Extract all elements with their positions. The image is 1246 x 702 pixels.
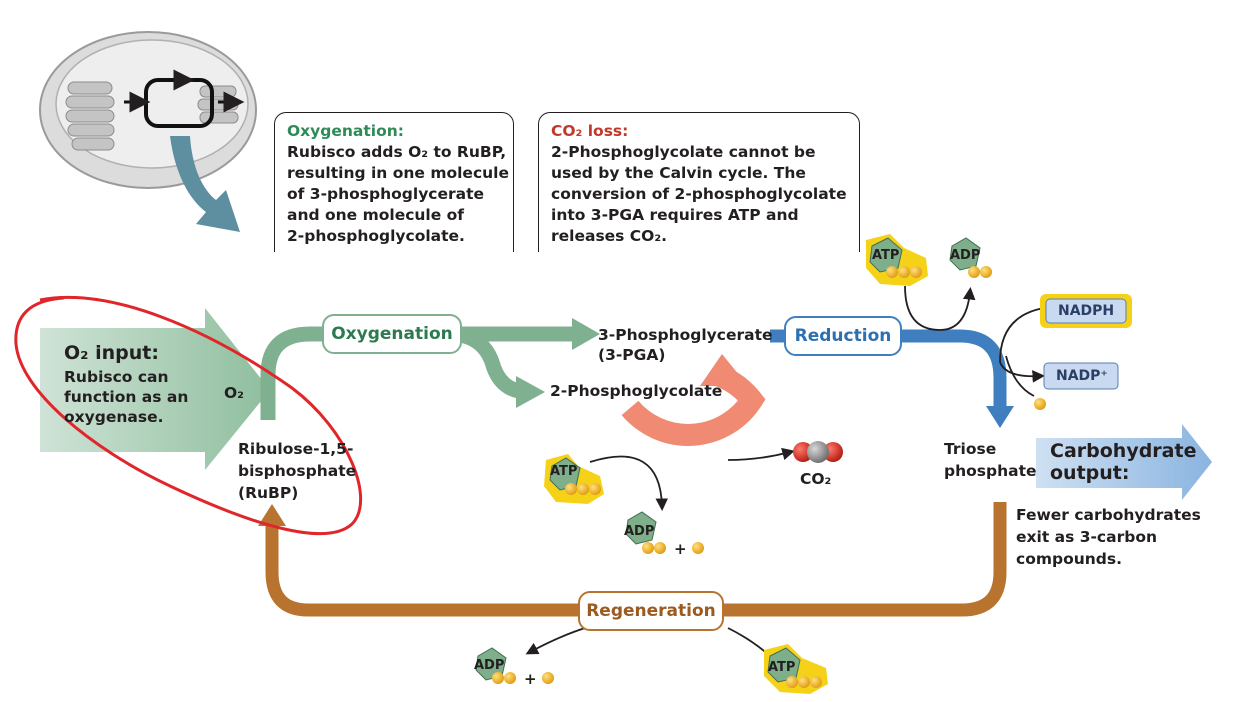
output-line: Fewer carbohydrates bbox=[1016, 506, 1201, 524]
callout-line: 2-Phosphoglycolate cannot be bbox=[551, 143, 816, 161]
callout-line: and one molecule of bbox=[287, 206, 465, 224]
co2-loss-callout: CO₂ loss: 2-Phosphoglycolate cannot be u… bbox=[538, 112, 860, 252]
nadph-label: NADPH bbox=[1058, 303, 1115, 319]
pga-label: 3-Phosphoglycerate bbox=[598, 326, 773, 344]
rubp-label: Ribulose-1,5- bbox=[238, 440, 354, 458]
o2-label: O₂ bbox=[224, 384, 244, 402]
callout-title: Oxygenation: bbox=[287, 122, 404, 140]
callout-line: into 3-PGA requires ATP and bbox=[551, 206, 799, 224]
adp-label: ADP bbox=[624, 524, 655, 539]
o2-input-title: O₂ input: bbox=[64, 342, 159, 364]
zoom-arrow-icon bbox=[170, 136, 240, 232]
phosphate-icon bbox=[1034, 398, 1046, 410]
step-reduction: Reduction bbox=[784, 316, 902, 356]
plus-sign: + bbox=[524, 670, 537, 688]
atp-icon bbox=[866, 234, 928, 286]
atp-label: ATP bbox=[768, 660, 796, 675]
atp-label: ATP bbox=[872, 248, 900, 263]
carbohydrate-output-arrow bbox=[1036, 424, 1212, 500]
carbohydrate-output-title: output: bbox=[1050, 462, 1130, 484]
callout-line: resulting in one molecule bbox=[287, 164, 509, 182]
phosphoglycolate-label: 2-Phosphoglycolate bbox=[550, 382, 723, 400]
step-regeneration: Regeneration bbox=[578, 591, 724, 631]
output-line: exit as 3-carbon bbox=[1016, 528, 1157, 546]
adp-icon bbox=[949, 237, 992, 278]
rubp-label: (RuBP) bbox=[238, 484, 299, 502]
step-oxygenation: Oxygenation bbox=[322, 314, 462, 354]
atp-label: ATP bbox=[550, 464, 578, 479]
callout-line: 2-phosphoglycolate. bbox=[287, 227, 465, 245]
oxygenation-callout: Oxygenation: Rubisco adds O₂ to RuBP, re… bbox=[274, 112, 514, 252]
pga-label: (3-PGA) bbox=[598, 346, 666, 364]
callout-line: used by the Calvin cycle. The bbox=[551, 164, 806, 182]
callout-line: conversion of 2-phosphoglycolate bbox=[551, 185, 847, 203]
co2-label: CO₂ bbox=[800, 470, 832, 488]
adp-label: ADP bbox=[474, 658, 505, 673]
nadp-badge-bg bbox=[1043, 362, 1119, 390]
reduction-path bbox=[770, 329, 1007, 408]
callout-title: CO₂ loss: bbox=[551, 122, 629, 140]
atp-icon bbox=[544, 454, 604, 504]
atp-icon bbox=[764, 644, 828, 694]
adp-icon bbox=[625, 511, 704, 554]
o2-input-arrow bbox=[40, 308, 270, 470]
carbohydrate-output-title: Carbohydrate bbox=[1050, 440, 1197, 462]
annotation-circle bbox=[14, 295, 363, 536]
nadp-label: NADP⁺ bbox=[1056, 368, 1108, 384]
o2-input-line: Rubisco can bbox=[64, 368, 169, 386]
callout-line: of 3-phosphoglycerate bbox=[287, 185, 485, 203]
triose-label: phosphate bbox=[944, 462, 1037, 480]
callout-line: Rubisco adds O₂ to RuBP, bbox=[287, 143, 507, 161]
callout-line: releases CO₂. bbox=[551, 227, 668, 245]
co2-loss-arc bbox=[621, 365, 766, 446]
o2-input-line: oxygenase. bbox=[64, 408, 164, 426]
rubp-label: bisphosphate bbox=[238, 462, 357, 480]
output-line: compounds. bbox=[1016, 550, 1123, 568]
o2-input-line: function as an bbox=[64, 388, 189, 406]
co2-molecule-icon bbox=[793, 441, 843, 463]
plus-sign: + bbox=[674, 540, 687, 558]
triose-label: Triose bbox=[944, 440, 997, 458]
adp-label: ADP bbox=[950, 248, 981, 263]
chloroplast-icon bbox=[39, 31, 257, 189]
adp-icon bbox=[475, 647, 554, 684]
